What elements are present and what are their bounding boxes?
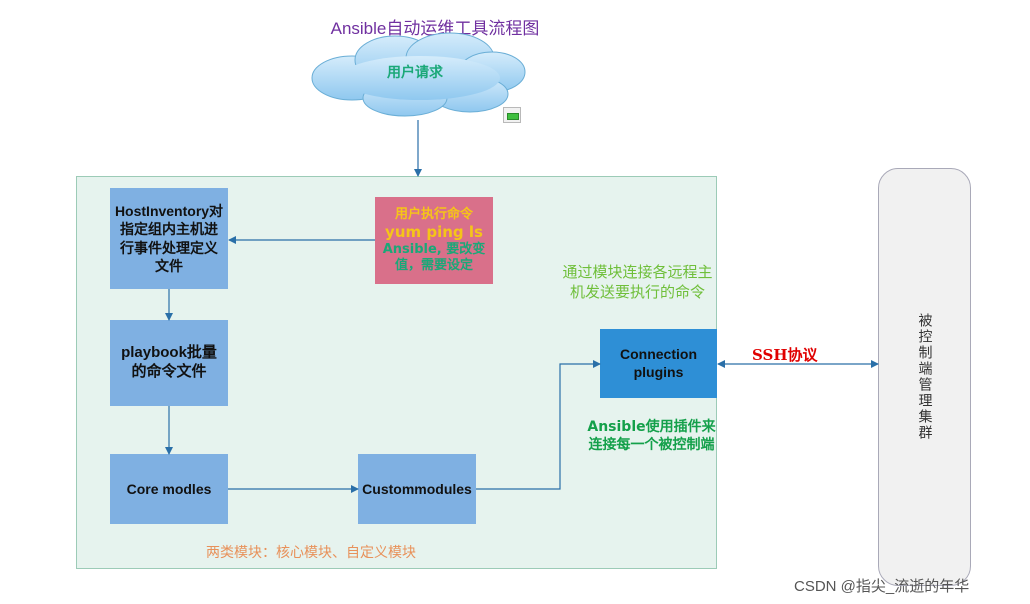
user-command-line1: 用户执行命令 <box>394 207 473 222</box>
user-command-line3: Ansible, 要改变值，需要设定 <box>382 242 486 274</box>
collapse-toggle-icon[interactable] <box>503 107 521 123</box>
user-command-line2: yum ping ls <box>385 223 483 242</box>
diagram-title: Ansible自动运维工具流程图 <box>330 19 540 38</box>
arrow-custom-to-connection <box>476 360 601 490</box>
core-modules-box: Core modles <box>110 454 228 524</box>
watermark: CSDN @指尖_流逝的年华 <box>794 578 970 595</box>
hostinventory-box: HostInventory对指定组内主机进行事件处理定义文件 <box>110 188 228 289</box>
managed-cluster-box: 被控制端管理集群 <box>878 168 971 586</box>
managed-cluster-label: 被控制端管理集群 <box>916 313 933 441</box>
connection-plugins-box: Connection plugins <box>600 329 717 398</box>
ssh-protocol-label: SSH协议 <box>752 346 818 364</box>
user-command-box: 用户执行命令 yum ping ls Ansible, 要改变值，需要设定 <box>375 197 493 284</box>
plugins-connect-note: Ansible使用插件来连接每一个被控制端 <box>587 419 716 454</box>
custom-modules-box: Custommodules <box>358 454 476 524</box>
connect-modules-note: 通过模块连接各远程主机发送要执行的命令 <box>562 263 713 301</box>
module-types-note: 两类模块：核心模块、自定义模块 <box>206 545 416 561</box>
cloud-label: 用户请求 <box>387 65 443 81</box>
playbook-box: playbook批量的命令文件 <box>110 320 228 406</box>
